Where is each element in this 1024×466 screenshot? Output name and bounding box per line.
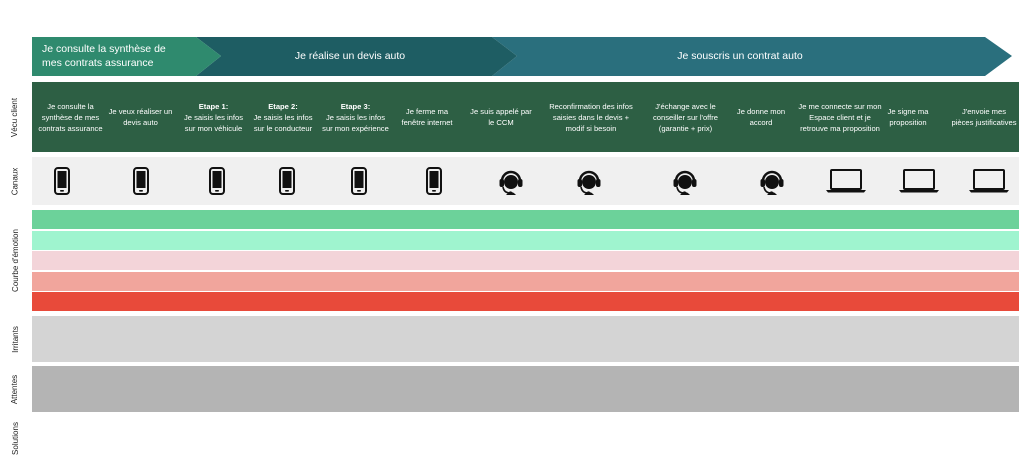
- phase-arrow-3: [492, 37, 1012, 76]
- step-number: Etape 3:: [340, 101, 371, 111]
- voice-cell-2: Je veux réaliser un devis auto: [103, 82, 178, 152]
- voice-cell-12: Je signe ma proposition: [878, 82, 938, 152]
- headset-icon: [757, 157, 787, 205]
- step-description: Je me connecte sur mon Espace client et …: [798, 101, 882, 133]
- phase-arrow-2: [196, 37, 517, 76]
- voice-cell-5: Etape 3:Je saisis les infos sur mon expé…: [318, 82, 393, 152]
- voice-cell-7: Je suis appelé par le CCM: [466, 82, 536, 152]
- voice-cell-11: Je me connecte sur mon Espace client et …: [795, 82, 885, 152]
- voice-cell-8: Reconfirmation des infos saisies dans le…: [546, 82, 636, 152]
- step-number: Etape 1:: [198, 101, 229, 111]
- smartphone-icon: [208, 157, 226, 205]
- phase-label-3: Je souscris un contrat auto: [677, 50, 803, 62]
- voice-cell-3: Etape 1:Je saisis les infos sur mon véhi…: [176, 82, 251, 152]
- step-description: Je ferme ma fenêtre internet: [401, 107, 453, 127]
- step-description: Reconfirmation des infos saisies dans le…: [549, 101, 633, 133]
- step-description: Je suis appelé par le CCM: [470, 107, 532, 127]
- headset-icon: [496, 157, 526, 205]
- phase-arrows: [32, 37, 1012, 76]
- emotion-band-2: [32, 230, 1019, 250]
- step-description: Je donne mon accord: [736, 107, 786, 127]
- voice-cell-4: Etape 2:Je saisis les infos sur le condu…: [248, 82, 318, 152]
- step-description: J'envoie mes pièces justificatives: [951, 107, 1017, 127]
- step-description: J'échange avec le conseiller sur l'offre…: [652, 101, 719, 133]
- smartphone-icon: [425, 157, 443, 205]
- channels-row: [32, 157, 1019, 205]
- headset-icon: [670, 157, 700, 205]
- headset-icon: [574, 157, 604, 205]
- step-description: Je signe ma proposition: [887, 107, 929, 127]
- step-description: Je consulte la synthèse de mes contrats …: [38, 101, 103, 133]
- voice-cell-1: Je consulte la synthèse de mes contrats …: [34, 82, 107, 152]
- emotion-band-1: [32, 210, 1019, 229]
- voice-cell-9: J'échange avec le conseiller sur l'offre…: [638, 82, 733, 152]
- laptop-icon: [824, 157, 868, 205]
- phase-label-2: Je réalise un devis auto: [294, 50, 406, 62]
- laptop-icon: [967, 157, 1011, 205]
- row-label-solutions: Solutions: [10, 421, 20, 455]
- row-label-channels: Canaux: [10, 167, 20, 195]
- voice-row: Je consulte la synthèse de mes contrats …: [32, 82, 1019, 152]
- step-description: Je saisis les infos sur mon expérience: [322, 112, 389, 133]
- voice-cell-10: Je donne mon accord: [731, 82, 791, 152]
- row-label-attentes: Attentes: [10, 374, 20, 404]
- step-description: Je saisis les infos sur mon véhicule: [183, 112, 244, 133]
- laptop-icon: [897, 157, 941, 205]
- smartphone-icon: [132, 157, 150, 205]
- smartphone-icon: [53, 157, 71, 205]
- step-description: Je saisis les infos sur le conducteur: [253, 112, 313, 133]
- row-label-emotion: Courbe d'émotion: [10, 229, 20, 292]
- row-label-irritants: Irritants: [10, 325, 20, 353]
- row-label-voice: Vécu client: [10, 97, 20, 137]
- voice-cell-13: J'envoie mes pièces justificatives: [949, 82, 1019, 152]
- attentes-area: [32, 366, 1019, 412]
- phase-label-1: Je consulte la synthèse de mes contrats …: [42, 43, 166, 69]
- step-number: Etape 2:: [268, 101, 298, 111]
- phase-arrow-1: [32, 37, 221, 76]
- smartphone-icon: [278, 157, 296, 205]
- emotion-band-3: [32, 251, 1019, 270]
- emotion-band-4: [32, 271, 1019, 291]
- smartphone-icon: [350, 157, 368, 205]
- irritants-area: [32, 316, 1019, 362]
- voice-cell-6: Je ferme ma fenêtre internet: [392, 82, 462, 152]
- emotion-band-5: [32, 292, 1019, 311]
- step-description: Je veux réaliser un devis auto: [108, 107, 173, 127]
- phase-banner: Je consulte la synthèse de mes contrats …: [0, 0, 1024, 80]
